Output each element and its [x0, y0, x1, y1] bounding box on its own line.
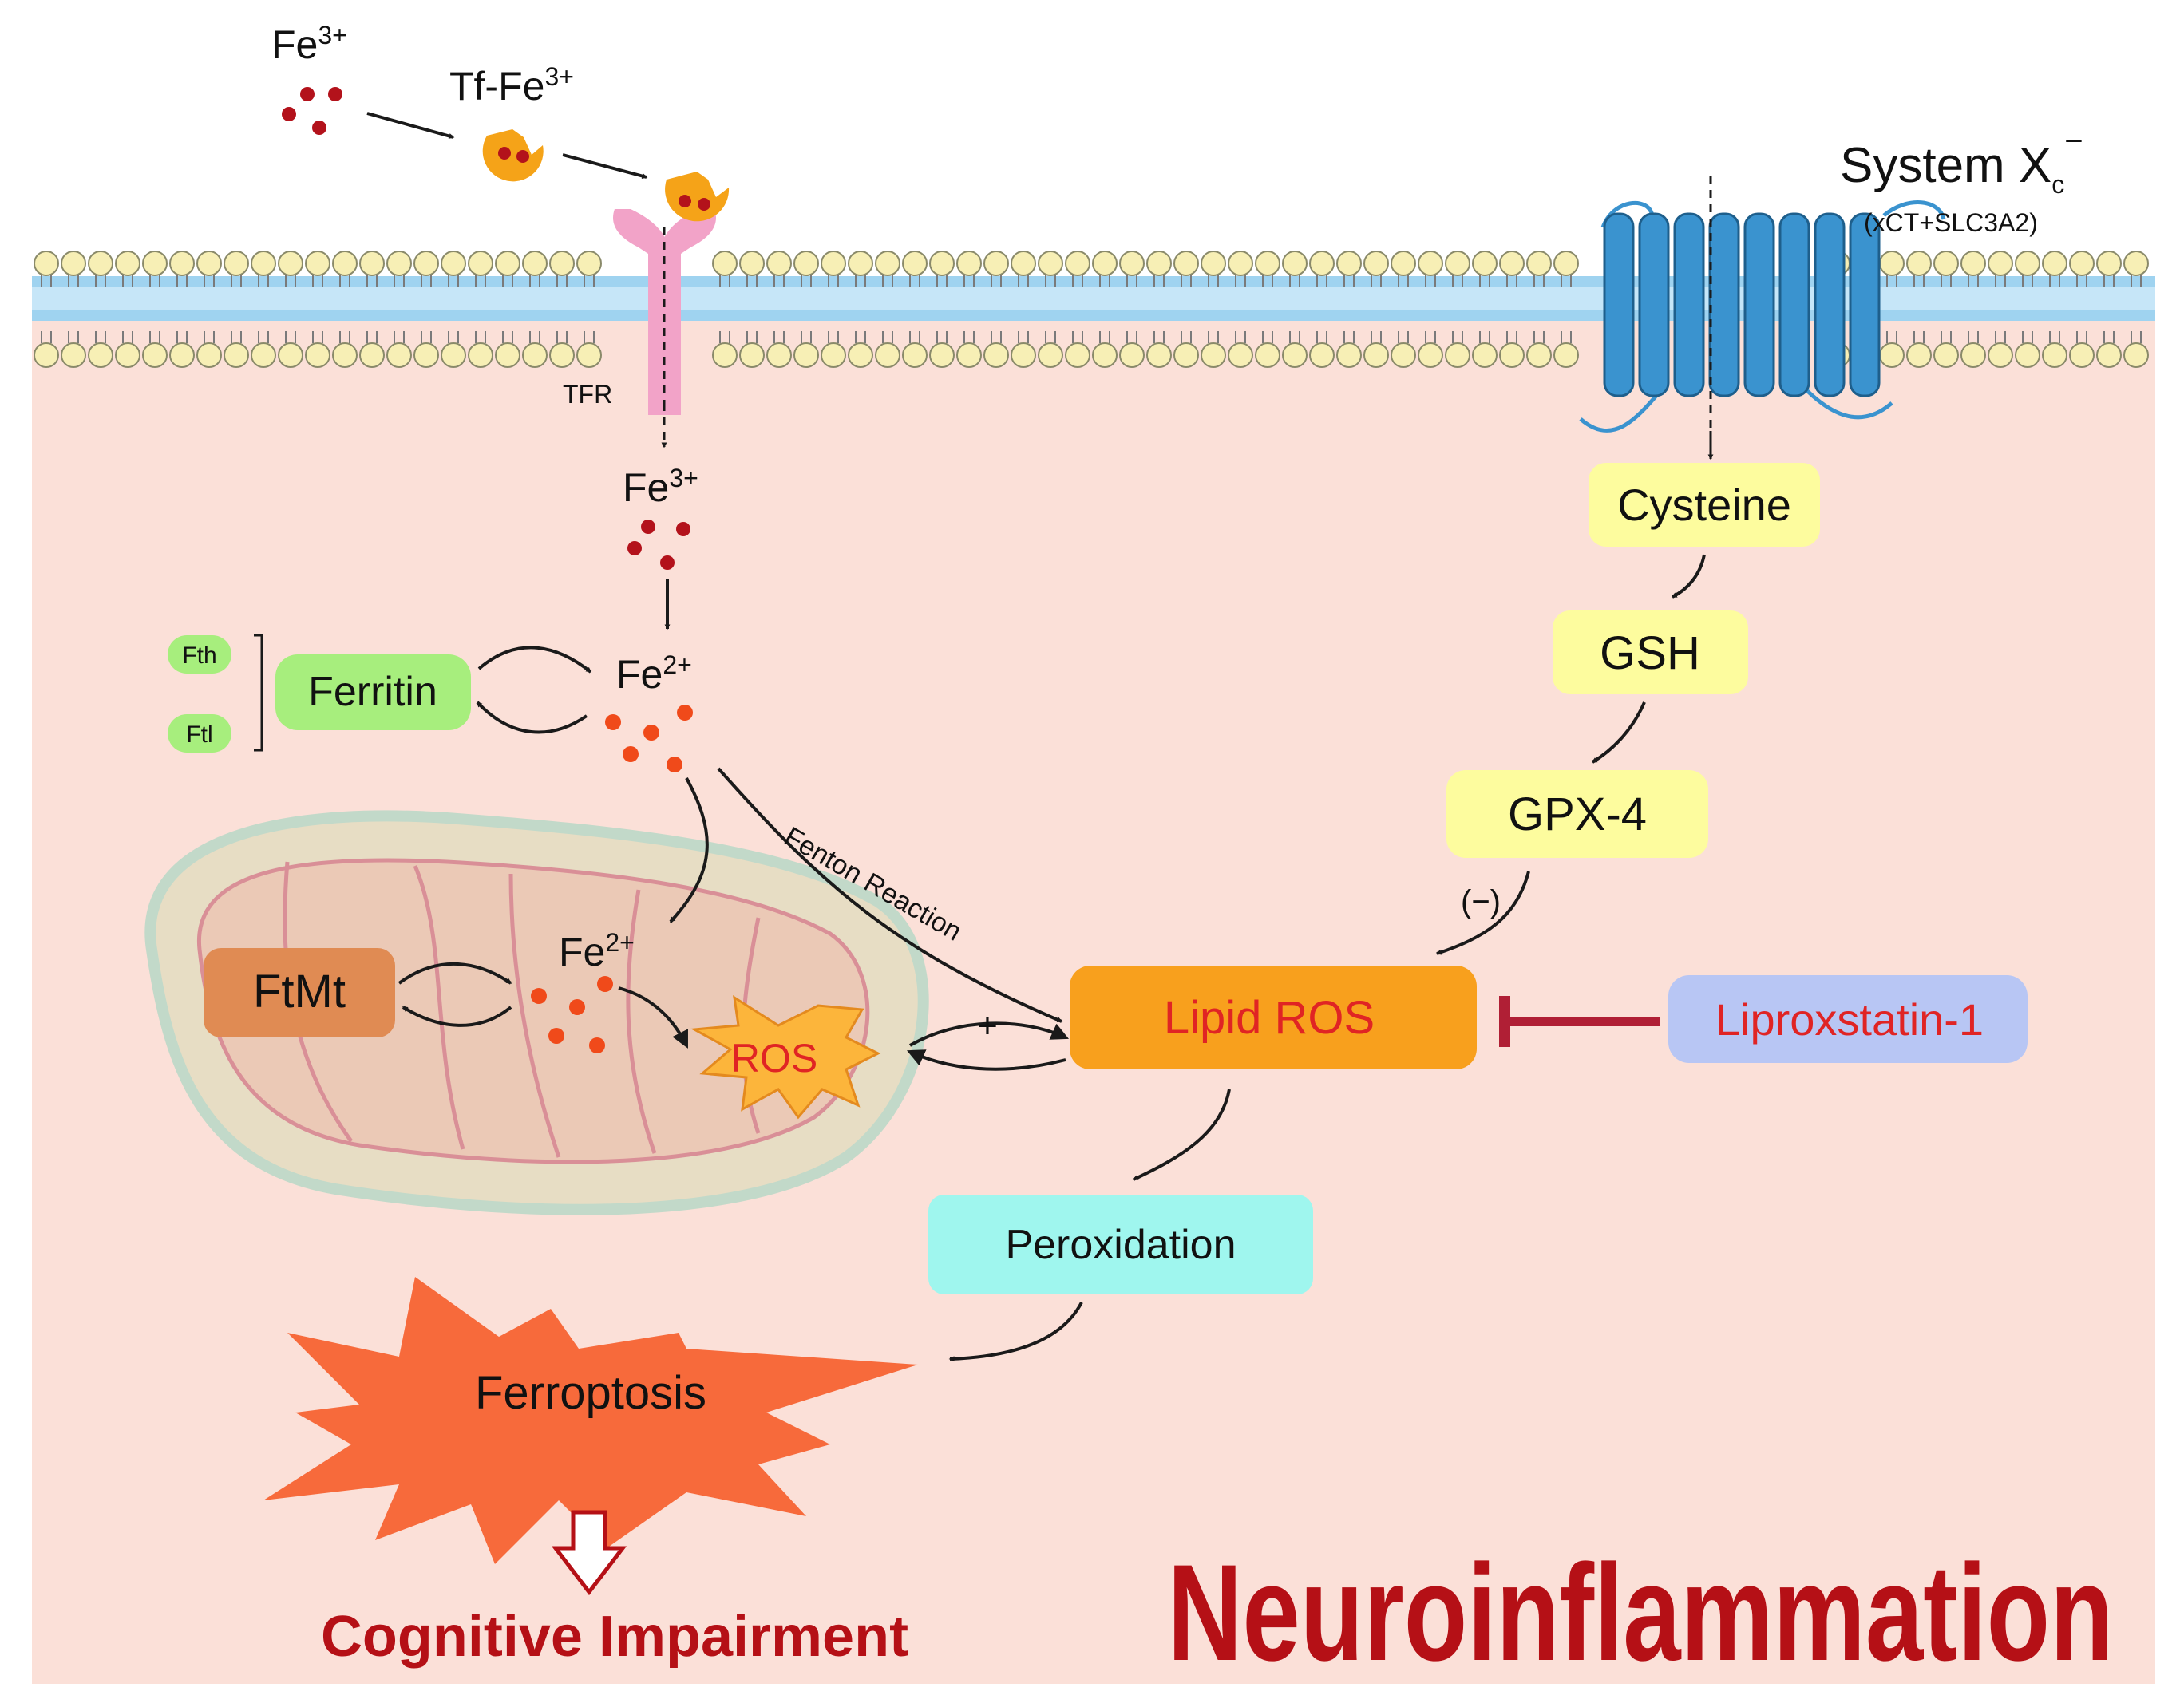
lipid-ros-label: Lipid ROS: [1164, 992, 1375, 1044]
system-xc-transporter: [1579, 176, 1946, 460]
cognitive-impairment-label: Cognitive Impairment: [321, 1605, 908, 1669]
fth-node: [168, 635, 231, 674]
gpx4-box: [1446, 770, 1708, 858]
ftl-node: [168, 714, 231, 753]
ftmt-box: [204, 948, 395, 1037]
fe2-dots: [605, 705, 693, 772]
transferrin-icon: [482, 129, 544, 182]
neuroinflammation-title: Neuroinflammation: [1168, 1536, 2114, 1689]
pathway-arrows: [366, 112, 1706, 1362]
ferroptosis-label: Ferroptosis: [475, 1367, 706, 1419]
cysteine-box: [1589, 463, 1820, 547]
ferritin-box: [275, 654, 471, 730]
gpx4-label: GPX-4: [1508, 788, 1647, 840]
liproxstatin-box: [1668, 975, 2028, 1063]
fe3-inside-dots: [627, 520, 690, 570]
fe2-label: Fe2+: [616, 650, 692, 697]
ros-label: ROS: [731, 1036, 817, 1081]
mitochondrion: [144, 810, 929, 1215]
ferritin-label: Ferritin: [308, 669, 437, 715]
minus-label: (−): [1461, 884, 1501, 919]
peroxidation-label: Peroxidation: [1005, 1222, 1236, 1268]
fth-label: Fth: [182, 642, 216, 669]
tfr-label: TFR: [563, 380, 612, 409]
gsh-box: [1553, 610, 1748, 694]
plus-label: +: [977, 1006, 998, 1045]
system-xc-label: System Xc−: [1840, 124, 2083, 199]
fe2-mito-dots: [531, 976, 613, 1053]
ferritin-bracket: [254, 634, 263, 752]
ros-burst: [690, 994, 881, 1120]
fe3-outside-label: Fe3+: [271, 21, 347, 67]
peroxidation-box: [928, 1195, 1313, 1294]
cysteine-label: Cysteine: [1617, 480, 1791, 530]
inhibition-symbol: [1499, 996, 1660, 1047]
system-xc-components-label: (xCT+SLC3A2): [1864, 208, 2038, 237]
fe2-mito-label: Fe2+: [559, 928, 635, 974]
gsh-label: GSH: [1600, 627, 1700, 679]
tf-fe3-label: Tf-Fe3+: [449, 62, 574, 109]
ftmt-label: FtMt: [253, 966, 346, 1017]
liproxstatin-label: Liproxstatin-1: [1715, 994, 1984, 1045]
ferroptosis-burst: [263, 1277, 918, 1564]
down-arrow-icon: [551, 1510, 627, 1596]
receptor-bound-transferrin-icon: [665, 172, 730, 222]
fe3-outside-dots: [282, 87, 342, 135]
transferrin-receptor: [613, 209, 716, 448]
lipid-ros-box: [1070, 966, 1477, 1069]
fe3-inside-label: Fe3+: [623, 464, 698, 510]
ftl-label: Ftl: [186, 721, 212, 748]
